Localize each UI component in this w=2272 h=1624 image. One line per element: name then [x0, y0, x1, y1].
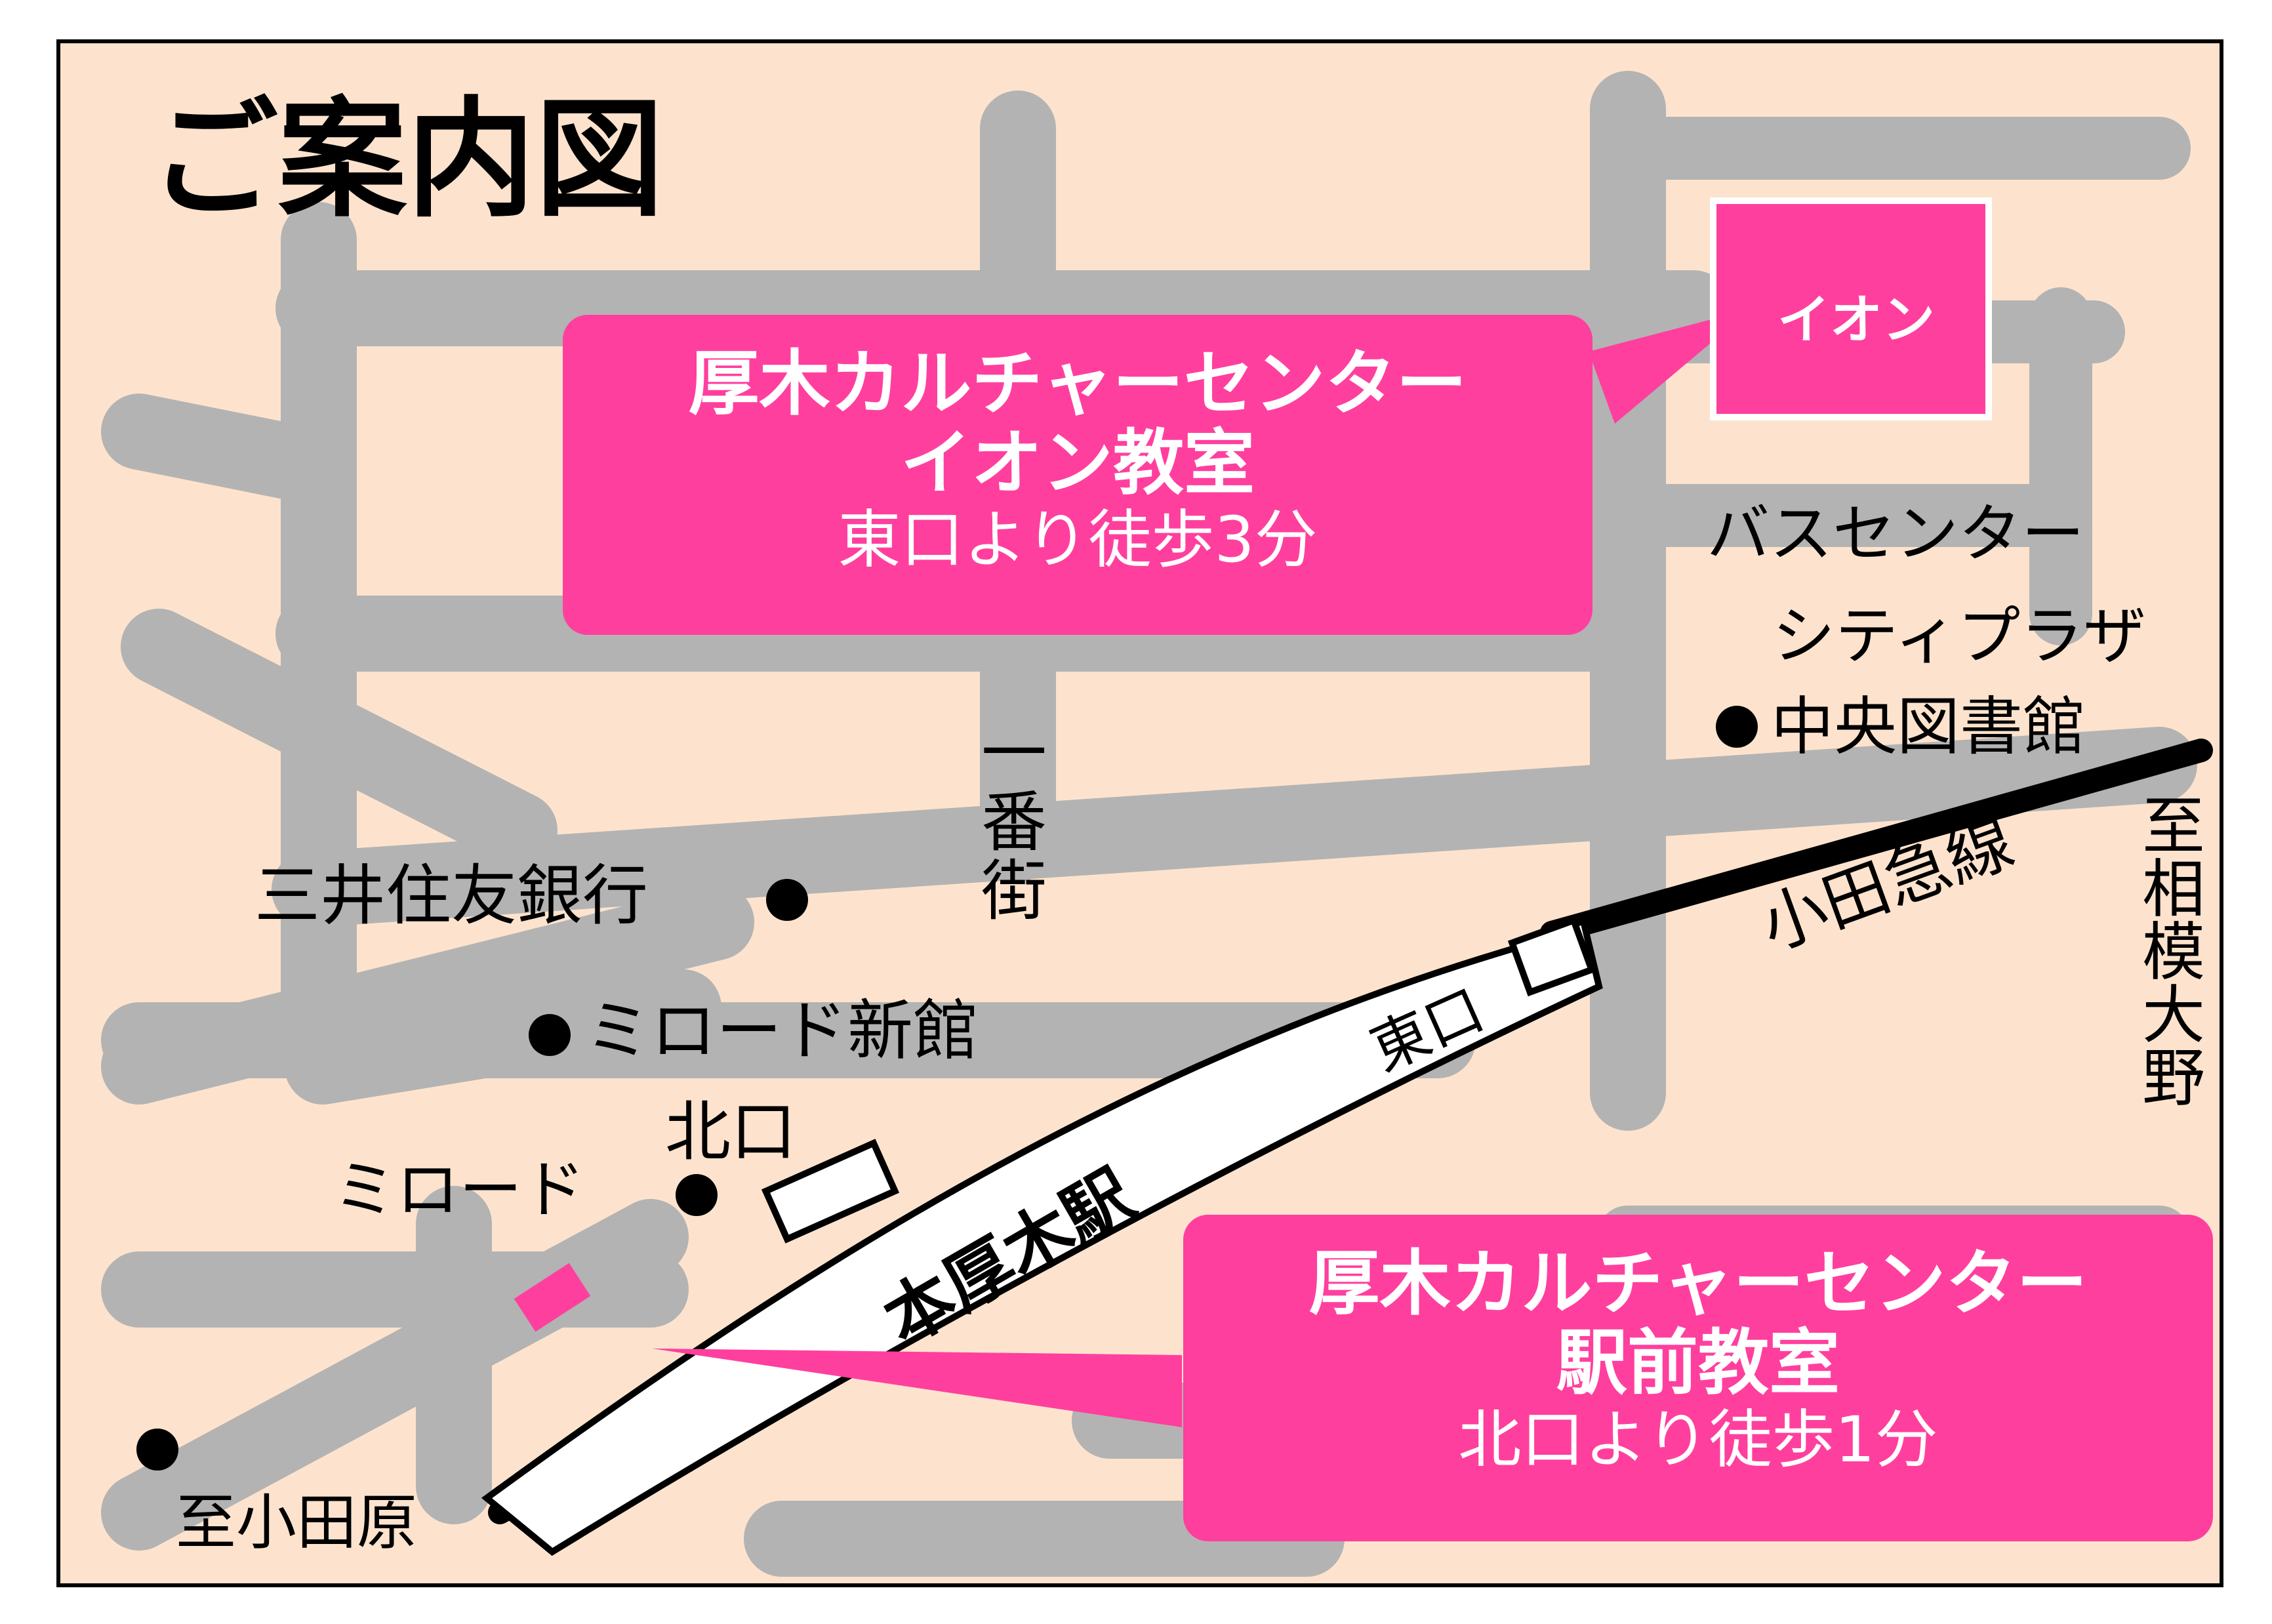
miroad-annex-label: ミロード新館 — [585, 992, 979, 1069]
hon-atsugi-station-building — [481, 916, 1603, 1556]
to-odawara-marker — [136, 1429, 178, 1471]
aeon-classroom-callout: 厚木カルチャーセンター イオン教室 東口より徒歩3分 — [563, 315, 1592, 635]
aeon-classroom-access: 東口より徒歩3分 — [838, 502, 1318, 577]
station-classroom-access: 北口より徒歩1分 — [1458, 1402, 1938, 1476]
miroad-annex-marker — [529, 1014, 571, 1056]
city-plaza-label: シティプラザ — [1772, 599, 2147, 673]
miroad-marker — [676, 1174, 718, 1216]
station-classroom-callout: 厚木カルチャーセンター 駅前教室 北口より徒歩1分 — [1183, 1215, 2213, 1541]
road-long-diagonal — [272, 727, 2197, 927]
north-exit-gate — [761, 1139, 900, 1244]
map-canvas: ご案内図 イオン 厚木カルチャーセンター イオン教室 東口より徒歩3分 厚木カル… — [56, 39, 2223, 1587]
aeon-store-block — [1710, 197, 1992, 420]
miroad-label: ミロード — [333, 1153, 585, 1227]
station-classroom-name: 厚木カルチャーセンター — [1308, 1243, 2088, 1325]
map-title: ご案内図 — [150, 85, 664, 235]
aeon-classroom-name: 厚木カルチャーセンター — [688, 343, 1467, 425]
station-classroom-branch: 駅前教室 — [1556, 1322, 1840, 1404]
to-sagami-ono-label: 至 相 模 大 野 — [2142, 790, 2205, 1115]
mitsui-sumitomo-label: 三井住友銀行 — [254, 857, 648, 934]
aeon-classroom-branch: イオン教室 — [900, 422, 1255, 504]
odakyu-line-track-east — [1540, 739, 2213, 944]
station-bubble-pointer — [652, 1349, 1182, 1427]
north-exit-label: 北口 — [665, 1093, 796, 1170]
road-left-upper-diagonal — [101, 394, 335, 501]
east-exit-gate — [1507, 916, 1596, 997]
ichibangai-street-label: 一 番 街 — [981, 715, 1047, 929]
road-left-diagonal — [121, 609, 558, 868]
mitsui-sumitomo-marker — [766, 879, 808, 921]
station-classroom-marker — [514, 1263, 591, 1332]
bus-center-label: バスセンター — [1707, 497, 2084, 571]
to-odawara-label: 至小田原 — [176, 1488, 418, 1558]
central-library-marker — [1716, 706, 1758, 748]
aeon-store-label: イオン — [1777, 289, 1935, 350]
road-miroad — [285, 969, 721, 1105]
road-left-lower-diagonal — [101, 884, 754, 1105]
central-library-label: 中央図書館 — [1771, 690, 2086, 763]
